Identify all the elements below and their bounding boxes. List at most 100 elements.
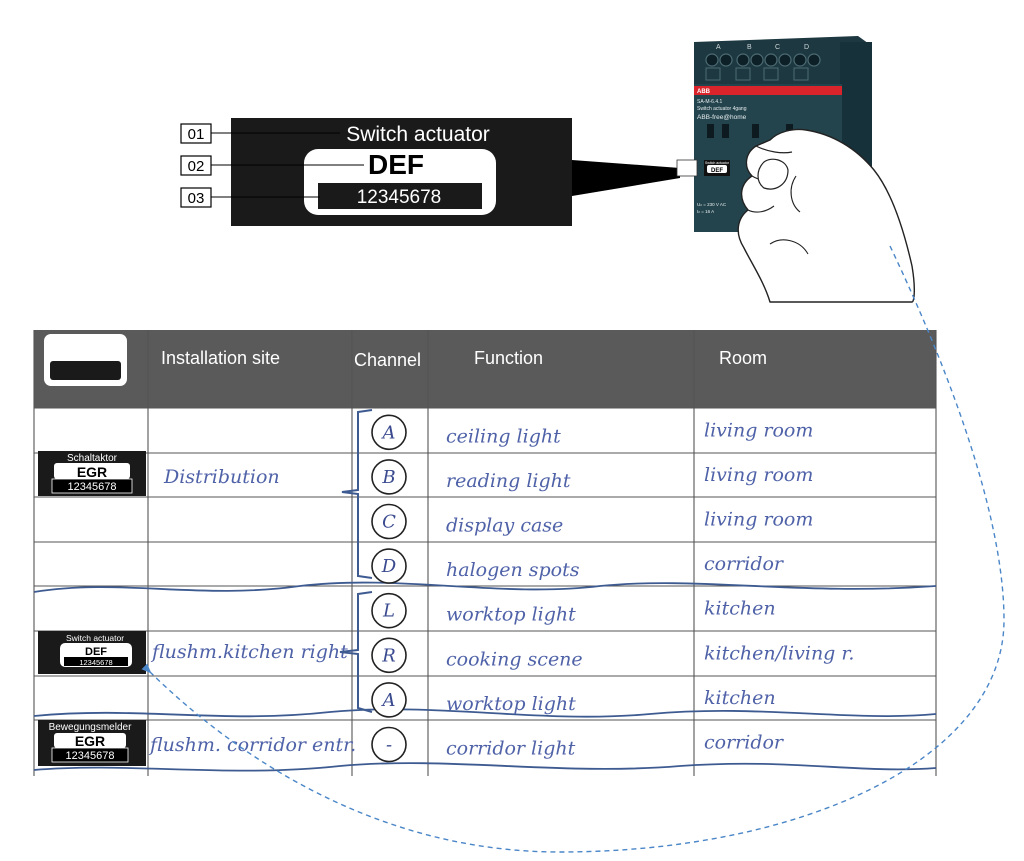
terminal-outlets [705,67,809,81]
sticker-1-type: Schaltaktor [67,453,118,464]
label-pointer [572,160,680,196]
sticker-distribution: Schaltaktor EGR 12345678 [38,451,146,496]
svg-text:A: A [716,44,721,51]
room-cell: kitchen/living r. [704,642,854,664]
channel-brackets [339,409,373,713]
device-led-a [707,124,714,138]
channel-circle [371,548,407,584]
sticker-3-code: EGR [75,733,105,749]
device-small-label-left [676,159,698,177]
hand-contours [769,175,809,255]
channel-circle [371,637,407,674]
function-cell: halogen spots [446,559,580,581]
device-rating-current: Iₙ = 16 A [697,209,714,214]
label-serial-field [318,183,482,209]
channel-letter: D [381,556,397,577]
room-cell: kitchen [704,687,776,709]
label-closeup: Switch actuator DEF 12345678 01 02 03 [180,118,680,226]
channel-circle [371,682,407,718]
sticker-3-type: Bewegungsmelder [49,722,132,733]
channel-circle [371,592,407,629]
sticker-2-type: Switch actuator [66,633,124,643]
channel-letter: C [382,512,396,533]
hand-illustration [737,128,915,303]
assignment-table: Installation site Channel Function Room [33,330,937,776]
function-cell: cooking scene [446,648,583,670]
label-serial: 12345678 [357,187,442,208]
channel-circle [371,726,407,763]
sticker-1-code: EGR [77,464,107,480]
site-distribution: Distribution [163,466,280,488]
function-cell: ceiling light [446,425,561,447]
channel-letter: - [386,735,392,756]
device-led-c [752,124,759,138]
device-brand: ABB [697,89,711,95]
table-grid [33,330,937,776]
sticker-kitchen: Switch actuator DEF 12345678 [38,631,146,674]
room-cell: corridor [704,553,785,575]
device-label-field [707,165,727,173]
wavy-separators [33,581,937,772]
channel-letter: L [382,601,395,622]
callout-03: 03 [188,190,205,207]
dashed-assignment-arrow [141,245,1005,853]
device-product-line: ABB-free@home [697,114,747,121]
room-cell: living room [704,464,813,486]
sticker-3-serial: 12345678 [66,750,115,762]
channel-circle [371,503,407,540]
terminal-labels: A B C D [716,44,809,51]
svg-text:B: B [747,44,752,51]
label-device-type: Switch actuator [346,123,490,146]
sticker-1-serial: 12345678 [68,481,117,493]
channel-letter: B [381,467,395,488]
room-cell: kitchen [704,598,776,620]
sticker-2-serial: 12345678 [79,658,112,667]
sticker-corridor: Bewegungsmelder EGR 12345678 [38,720,146,766]
thumb-nail [757,158,789,190]
function-cell: display case [446,515,563,537]
callout-01: 01 [188,126,205,143]
header-room: Room [719,348,767,368]
device-led-b [722,124,729,138]
terminal-screws [705,53,821,67]
label-code: DEF [368,149,424,180]
svg-text:C: C [775,44,780,51]
room-cell: living room [704,419,813,441]
channel-letter: R [381,645,396,666]
hand-shape [737,128,915,303]
device-rating-voltage: Uₙ = 230 V AC [697,202,727,207]
header-channel: Channel [354,350,421,370]
hand-knuckle [755,145,793,154]
table-row: - corridor light corridor [371,726,785,763]
device-label-code: DEF [711,168,723,174]
function-cell: worktop light [446,693,576,715]
function-cell: worktop light [446,604,576,626]
hand-finger-line-1 [747,205,775,213]
channel-letter: A [381,690,396,711]
callout-02: 02 [188,158,205,175]
room-cell: living room [704,509,813,531]
site-kitchen: flushm.kitchen right [150,641,348,663]
device-label-type: Switch actuator [705,161,730,165]
channel-letter: A [381,422,396,443]
function-cell: reading light [446,470,571,492]
room-cell: corridor [704,732,785,754]
device-stripe [694,86,842,95]
site-corridor: flushm. corridor entr. [148,734,356,756]
header-function: Function [474,348,543,368]
header-installation-site: Installation site [161,348,280,368]
svg-text:D: D [804,44,809,51]
device-model: SA-M-6.4.1 [697,99,723,105]
header-sticker-icon-bar [50,361,121,380]
channel-circle [371,459,407,495]
function-cell: corridor light [446,738,576,760]
